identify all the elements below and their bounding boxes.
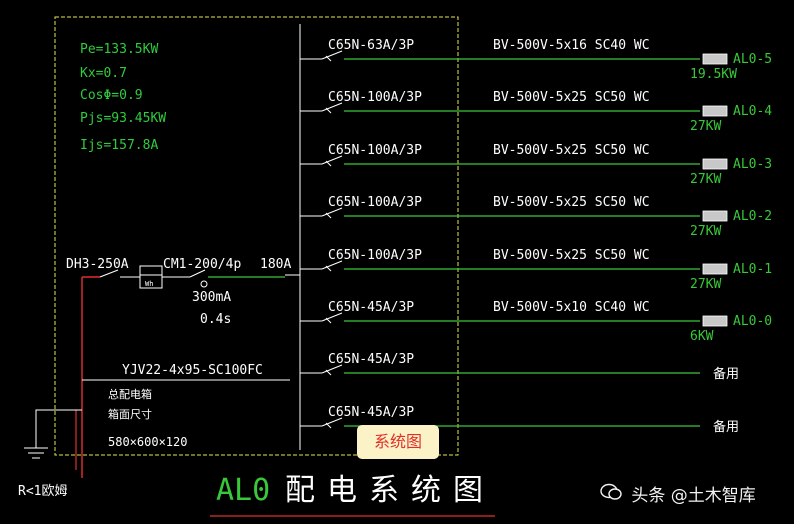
spare-label: 备用 (713, 419, 739, 435)
breaker-label: C65N-45A/3P (328, 300, 414, 315)
load-power: 6KW (690, 329, 714, 344)
circuit-row: C65N-63A/3P BV-500V-5x16 SC40 WC AL0-519.5… (300, 38, 772, 82)
load-tag-icon (702, 53, 728, 65)
load-power: 27KW (690, 224, 721, 239)
circuit-row: C65N-100A/3P BV-500V-5x25 SC50 WC AL0-1 27K… (300, 248, 772, 292)
cable-spec: BV-500V-5x25 SC50 WC (493, 195, 650, 210)
panel-frame (54, 16, 459, 456)
breaker-blade (321, 50, 343, 60)
box-size: 580×600×120 (108, 435, 187, 449)
param-kx: Kx=0.7 (80, 66, 127, 81)
load-tag-icon (702, 210, 728, 222)
breaker-cross (325, 265, 332, 272)
load-power: 27KW (690, 172, 721, 187)
breaker-cross (325, 107, 332, 114)
branch-circuits: C65N-63A/3P BV-500V-5x16 SC40 WC AL0-519.5… (300, 38, 772, 435)
load-power: 27KW (690, 277, 721, 292)
breaker-cross (325, 317, 332, 324)
circuit-row: C65N-45A/3P BV-500V-5x10 SC40 WC AL0-0 6KW (300, 300, 772, 344)
breaker-label: C65N-100A/3P (328, 195, 422, 210)
load-name: AL0-3 (733, 157, 772, 172)
breaker-blade (321, 207, 343, 217)
load-tag-icon (702, 315, 728, 327)
circuit-row: C65N-45A/3P 备用 (300, 405, 739, 435)
spare-label: 备用 (713, 366, 739, 382)
incoming-cable: YJV22-4x95-SC100FC (122, 363, 263, 378)
load-power: 27KW (690, 119, 721, 134)
param-ijs: Ijs=157.8A (80, 138, 158, 153)
rcd-time: 0.4s (200, 312, 231, 327)
load-tag-icon (702, 105, 728, 117)
circuit-row: C65N-100A/3P BV-500V-5x25 SC50 WC AL0-3 27K… (300, 143, 772, 187)
breaker-blade (321, 155, 343, 165)
system-diagram-badge: 系统图 (357, 425, 439, 459)
load-name: AL0-5 (733, 52, 772, 67)
watermark: 头条 @土木智库 (600, 478, 790, 514)
param-pe: Pe=133.5KW (80, 42, 158, 57)
circuit-row: C65N-100A/3P BV-500V-5x25 SC50 WC AL0-2 27K… (300, 195, 772, 239)
breaker-blade (321, 364, 343, 374)
breaker-cross (325, 55, 332, 62)
breaker-label: C65N-45A/3P (328, 352, 414, 367)
breaker-cross (325, 369, 332, 376)
box-line-1: 总配电箱 (108, 387, 152, 401)
chat-bubble-icon (600, 478, 622, 514)
param-cos: CosΦ=0.9 (80, 88, 143, 103)
circuit-row: C65N-100A/3P BV-500V-5x25 SC50 WC AL0-4 27K… (300, 90, 772, 134)
breaker-label: C65N-45A/3P (328, 405, 414, 420)
cable-spec: BV-500V-5x16 SC40 WC (493, 38, 650, 53)
meter-label: Wh (145, 280, 153, 288)
panel-params: Pe=133.5KW Kx=0.7 CosΦ=0.9 Pjs=93.45KW I… (80, 42, 166, 153)
breaker-label: C65N-100A/3P (328, 248, 422, 263)
title-code: AL0 (216, 473, 270, 508)
load-name: AL0-1 (733, 262, 772, 277)
load-tag-icon (702, 263, 728, 275)
breaker-blade (321, 260, 343, 270)
cable-spec: BV-500V-5x25 SC50 WC (493, 90, 650, 105)
breaker-label: C65N-100A/3P (328, 90, 422, 105)
param-pjs: Pjs=93.45KW (80, 111, 166, 126)
watermark-text: 头条 @土木智库 (631, 486, 756, 506)
breaker-cross (325, 160, 332, 167)
rcd-label: CM1-200/4p (163, 257, 241, 272)
cable-spec: BV-500V-5x25 SC50 WC (493, 248, 650, 263)
ground-resistance: R<1欧姆 (18, 484, 67, 499)
breaker-blade (321, 312, 343, 322)
main-breaker-blade (99, 269, 119, 278)
ground-wire (35, 409, 82, 448)
breaker-blade (321, 417, 343, 427)
main-breaker-label: DH3-250A (66, 257, 129, 272)
cable-spec: BV-500V-5x25 SC50 WC (493, 143, 650, 158)
load-name: AL0-2 (733, 209, 772, 224)
load-name: AL0-4 (733, 104, 772, 119)
box-line-2: 箱面尺寸 (108, 407, 152, 421)
breaker-label: C65N-100A/3P (328, 143, 422, 158)
breaker-label: C65N-63A/3P (328, 38, 414, 53)
rated-current: 180A (260, 257, 291, 272)
load-name: AL0-0 (733, 314, 772, 329)
circuit-row: C65N-45A/3P 备用 (300, 352, 739, 382)
title-text: 配电系统图 (285, 473, 495, 508)
load-tag-icon (702, 158, 728, 170)
breaker-cross (325, 422, 332, 429)
rcd-blade (189, 269, 206, 278)
breaker-blade (321, 102, 343, 112)
breaker-cross (325, 212, 332, 219)
cable-spec: BV-500V-5x10 SC40 WC (493, 300, 650, 315)
rcd-current: 300mA (192, 290, 231, 305)
load-power: 19.5KW (690, 67, 737, 82)
rcd-coil (200, 280, 208, 288)
